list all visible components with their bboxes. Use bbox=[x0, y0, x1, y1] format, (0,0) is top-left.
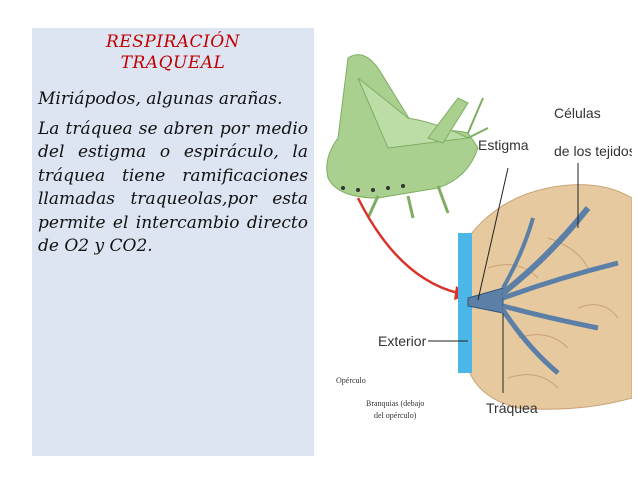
label-celulas-1: Células bbox=[554, 105, 601, 121]
paragraph-organisms: Miriápodos, algunas arañas. bbox=[38, 89, 283, 109]
label-branquias-1: Branquias (debajo bbox=[366, 399, 424, 408]
title-line-1: RESPIRACIÓN bbox=[105, 32, 241, 52]
label-estigma: Estigma bbox=[478, 137, 529, 153]
label-branquias-2: del opérculo) bbox=[374, 411, 417, 420]
label-exterior: Exterior bbox=[378, 333, 427, 349]
title-line-2: TRAQUEAL bbox=[120, 53, 226, 73]
tissue-illustration bbox=[458, 184, 633, 410]
label-operculo: Opérculo bbox=[336, 376, 366, 385]
tracheal-diagram: Estigma Células de los tejidos Exterior … bbox=[318, 38, 636, 430]
label-traquea: Tráquea bbox=[486, 400, 538, 416]
pointer-arrow bbox=[356, 197, 470, 300]
tracheal-diagram-svg: Estigma Células de los tejidos Exterior … bbox=[326, 54, 636, 420]
grasshopper-illustration bbox=[326, 54, 489, 219]
paragraph-description: La tráquea se abren por medio del estigm… bbox=[38, 118, 308, 257]
slide-title: RESPIRACIÓN TRAQUEAL bbox=[38, 32, 308, 74]
text-panel: RESPIRACIÓN TRAQUEAL Miriápodos, algunas… bbox=[32, 28, 314, 456]
label-celulas-2: de los tejidos bbox=[554, 143, 632, 159]
